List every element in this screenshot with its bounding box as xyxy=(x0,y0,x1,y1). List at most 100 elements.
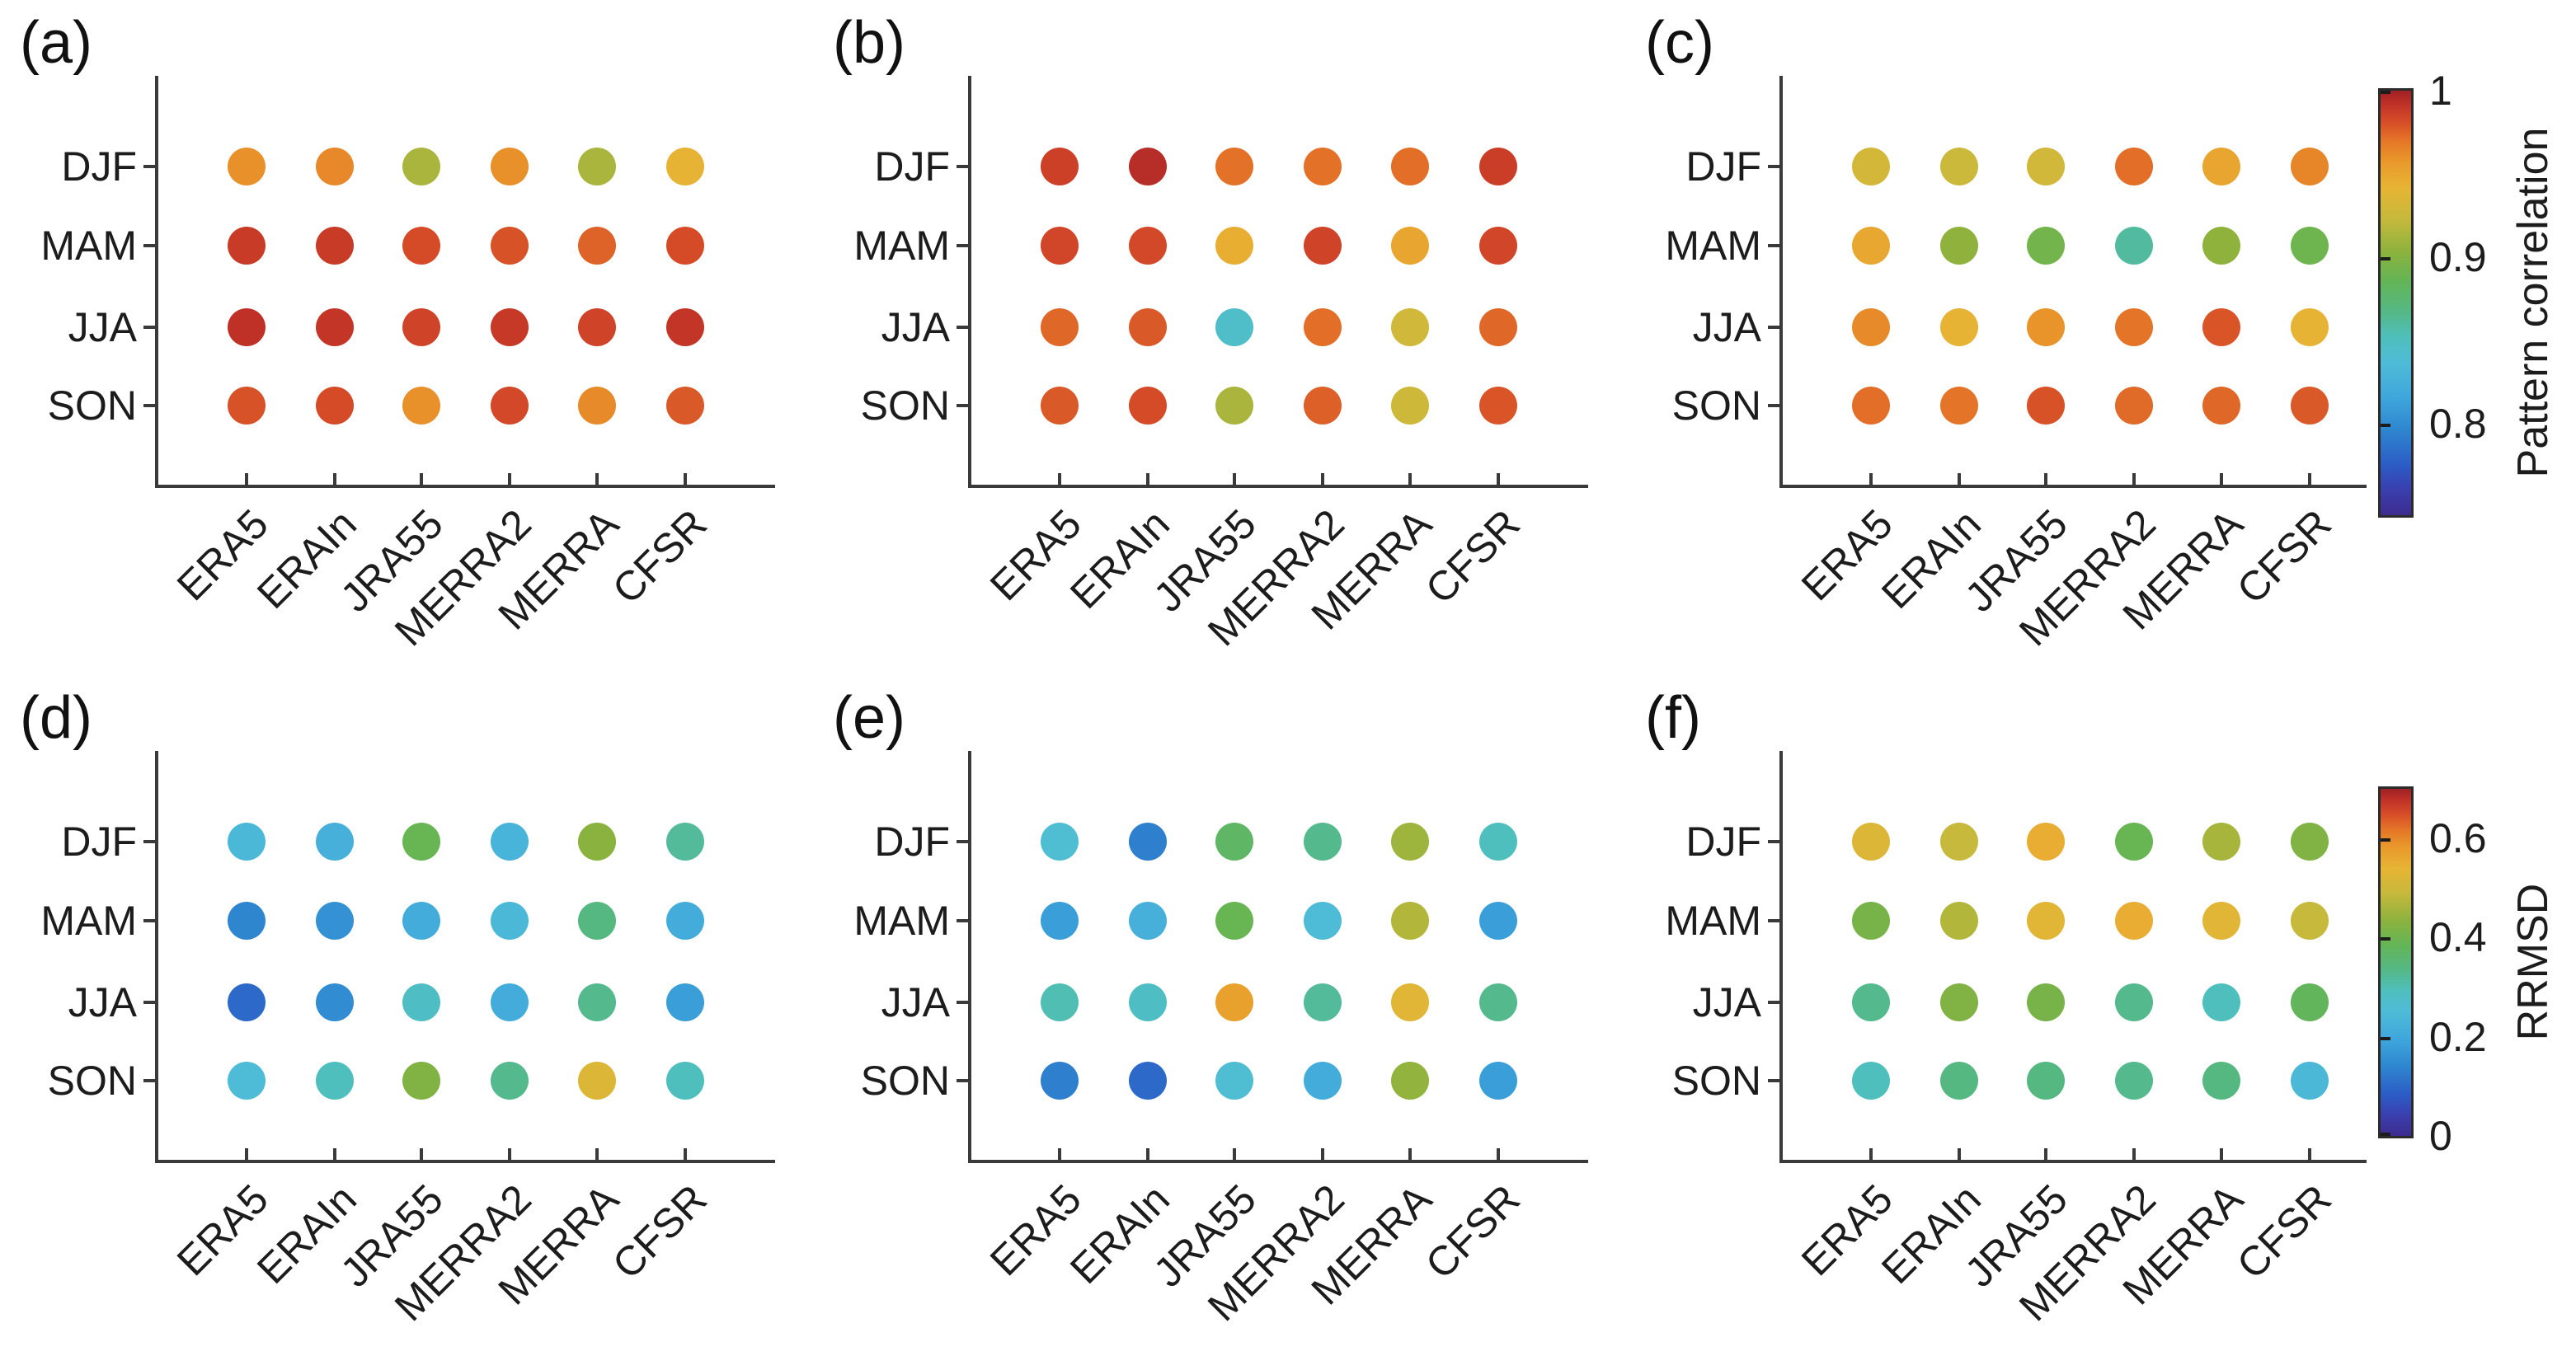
x-tick-merra2 xyxy=(1321,473,1324,485)
dot-son-era5 xyxy=(1852,387,1890,425)
colorbar-tick-label-0.2: 0.2 xyxy=(2429,1013,2487,1060)
dot-jja-merra2 xyxy=(491,983,529,1021)
dot-djf-cfsr xyxy=(2291,823,2329,861)
dot-son-era5 xyxy=(1041,387,1079,425)
dot-djf-merra xyxy=(578,148,616,185)
dot-jja-merra xyxy=(2202,983,2240,1021)
y-tick-son xyxy=(143,404,155,407)
panel-letter-c: (c) xyxy=(1645,10,1714,76)
dot-mam-merra xyxy=(2202,227,2240,265)
row-label-djf: DJF xyxy=(1685,143,1761,190)
dot-mam-cfsr xyxy=(2291,227,2329,265)
dot-djf-era5 xyxy=(1041,823,1079,861)
x-tick-cfsr xyxy=(1497,473,1500,485)
panel-letter-b: (b) xyxy=(833,10,905,76)
dot-son-erain xyxy=(1129,387,1167,425)
x-tick-erain xyxy=(333,1148,336,1160)
panel-letter-a: (a) xyxy=(20,10,92,76)
x-tick-merra2 xyxy=(2132,1148,2136,1160)
dot-jja-erain xyxy=(1129,983,1167,1021)
x-tick-jra55 xyxy=(2044,473,2047,485)
dot-mam-erain xyxy=(1940,227,1978,265)
dot-mam-era5 xyxy=(228,227,266,265)
dot-jja-erain xyxy=(1129,308,1167,346)
colorbar-tick-label-1: 1 xyxy=(2429,68,2452,114)
x-tick-era5 xyxy=(1869,1148,1873,1160)
x-tick-cfsr xyxy=(2308,473,2311,485)
x-tick-merra xyxy=(2220,1148,2223,1160)
x-tick-jra55 xyxy=(420,1148,423,1160)
x-axis-spine xyxy=(155,1160,775,1163)
y-tick-djf xyxy=(143,840,155,843)
x-tick-era5 xyxy=(1058,1148,1061,1160)
dot-djf-erain xyxy=(1129,823,1167,861)
colorbar-tick-label-0.6: 0.6 xyxy=(2429,815,2487,862)
dot-mam-cfsr xyxy=(1479,902,1517,940)
dot-son-era5 xyxy=(228,1062,266,1100)
row-label-mam: MAM xyxy=(1665,898,1761,944)
x-axis-spine xyxy=(968,485,1588,488)
x-tick-merra xyxy=(595,473,599,485)
row-label-jja: JJA xyxy=(1692,304,1761,350)
x-tick-era5 xyxy=(1869,473,1873,485)
row-label-djf: DJF xyxy=(1685,819,1761,865)
dot-jja-jra55 xyxy=(402,983,440,1021)
colorbar-tick-0.6 xyxy=(2381,838,2390,842)
dot-jja-era5 xyxy=(1041,308,1079,346)
dot-jja-jra55 xyxy=(2027,983,2065,1021)
y-tick-son xyxy=(1768,404,1779,407)
dot-jja-erain xyxy=(316,983,354,1021)
y-axis-spine xyxy=(968,76,971,488)
dot-mam-merra xyxy=(1391,227,1429,265)
panel-letter-d: (d) xyxy=(20,685,92,751)
dot-djf-jra55 xyxy=(402,823,440,861)
y-tick-son xyxy=(957,404,968,407)
y-tick-djf xyxy=(957,165,968,168)
row-label-mam: MAM xyxy=(853,898,950,944)
dot-mam-jra55 xyxy=(1215,227,1253,265)
dot-son-merra2 xyxy=(1304,1062,1342,1100)
dot-jja-erain xyxy=(1940,983,1978,1021)
dot-son-jra55 xyxy=(2027,387,2065,425)
dot-djf-merra xyxy=(2202,148,2240,185)
y-tick-djf xyxy=(957,840,968,843)
x-tick-cfsr xyxy=(2308,1148,2311,1160)
dot-son-cfsr xyxy=(2291,387,2329,425)
dot-jja-erain xyxy=(316,308,354,346)
dot-jja-cfsr xyxy=(2291,983,2329,1021)
dot-son-erain xyxy=(316,1062,354,1100)
dot-jja-cfsr xyxy=(2291,308,2329,346)
dot-djf-cfsr xyxy=(2291,148,2329,185)
dot-mam-jra55 xyxy=(402,902,440,940)
x-tick-erain xyxy=(1146,473,1149,485)
dot-djf-jra55 xyxy=(1215,823,1253,861)
row-label-djf: DJF xyxy=(61,143,137,190)
dot-son-era5 xyxy=(1852,1062,1890,1100)
y-tick-son xyxy=(957,1079,968,1082)
dot-djf-era5 xyxy=(1852,148,1890,185)
x-tick-merra2 xyxy=(508,473,511,485)
row-label-djf: DJF xyxy=(61,819,137,865)
dot-mam-cfsr xyxy=(666,227,704,265)
dot-djf-merra2 xyxy=(491,823,529,861)
dot-mam-merra2 xyxy=(491,227,529,265)
x-tick-erain xyxy=(1958,1148,1961,1160)
dot-son-cfsr xyxy=(2291,1062,2329,1100)
dot-son-erain xyxy=(1129,1062,1167,1100)
x-tick-merra xyxy=(1408,1148,1412,1160)
dot-son-erain xyxy=(1940,387,1978,425)
colorbar-tick-label-0.9: 0.9 xyxy=(2429,233,2487,280)
x-tick-merra2 xyxy=(1321,1148,1324,1160)
y-axis-spine xyxy=(155,76,158,488)
dot-djf-erain xyxy=(1940,823,1978,861)
dot-jja-cfsr xyxy=(1479,308,1517,346)
dot-son-era5 xyxy=(1041,1062,1079,1100)
row-label-mam: MAM xyxy=(40,223,137,269)
dot-jja-merra2 xyxy=(1304,983,1342,1021)
dot-jja-era5 xyxy=(228,983,266,1021)
dot-son-jra55 xyxy=(1215,387,1253,425)
dot-mam-cfsr xyxy=(2291,902,2329,940)
row-label-son: SON xyxy=(47,382,137,429)
dot-mam-merra xyxy=(578,902,616,940)
dot-mam-merra xyxy=(578,227,616,265)
